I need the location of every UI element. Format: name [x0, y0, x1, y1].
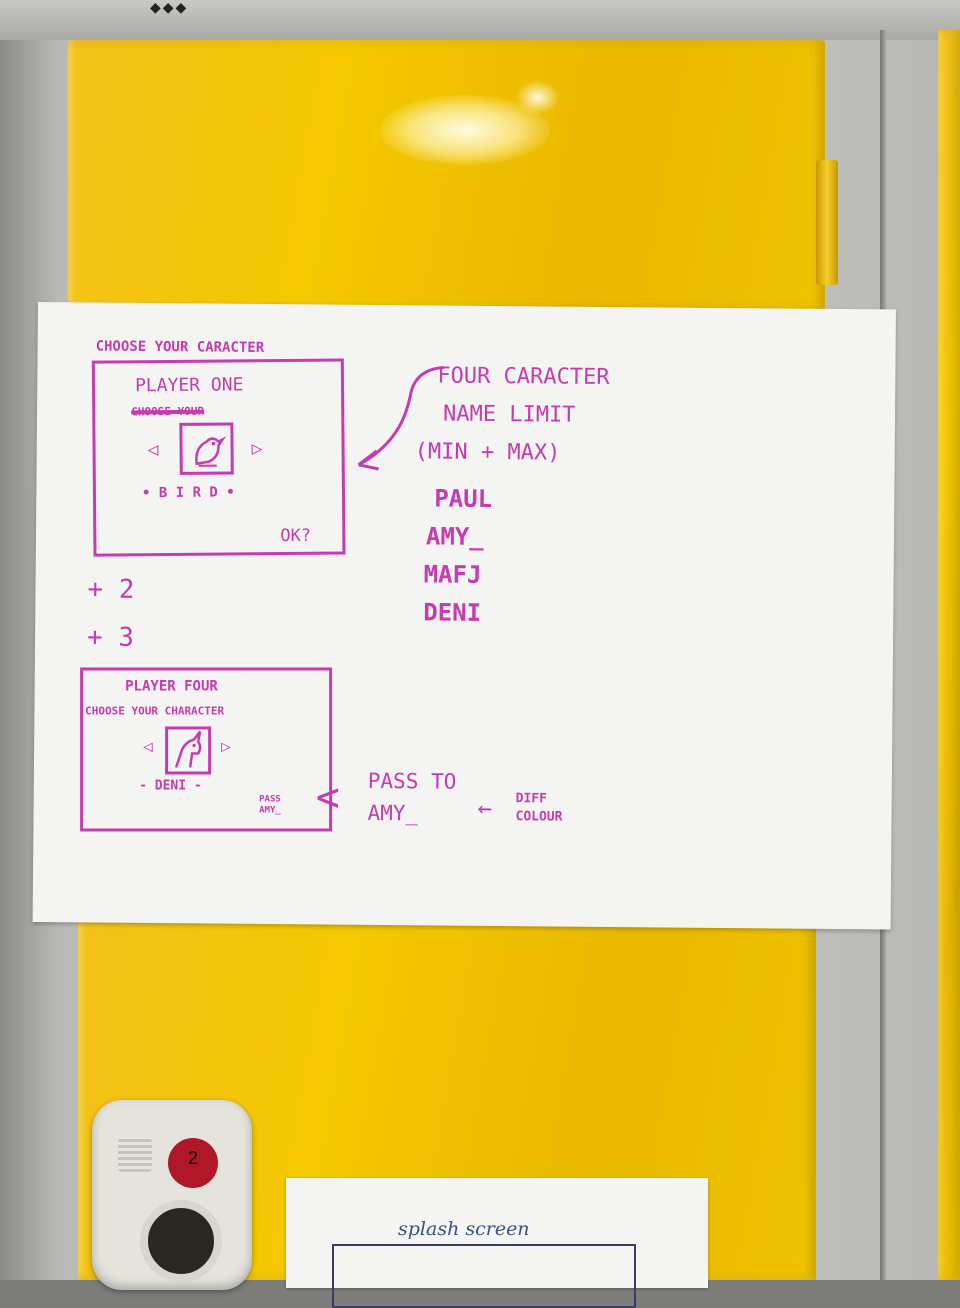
note-line-1: FOUR CARACTER — [437, 363, 610, 390]
bird-icon — [195, 436, 227, 467]
left-arrow: ◁ — [143, 736, 153, 756]
right-arrow: ▷ — [251, 438, 263, 460]
example-name: MAFJ — [423, 560, 482, 589]
diff-colour-note: DIFF COLOUR — [515, 790, 562, 826]
player-one-title: PLAYER ONE — [134, 374, 244, 397]
locker-number-badge — [168, 1138, 218, 1188]
example-name: PAUL — [434, 484, 493, 513]
example-name: DENI — [423, 598, 482, 627]
character-portrait-unicorn — [165, 726, 212, 775]
keyhole-icon — [140, 1200, 222, 1282]
right-arrow: ▷ — [221, 736, 231, 756]
top-marks: ◆◆◆ — [150, 0, 189, 16]
player-one-wireframe: PLAYER ONE CHOOSE YOUR ◁ ▷ • B I R D • O… — [91, 358, 346, 557]
door-hinge — [816, 160, 838, 285]
unicorn-icon — [174, 730, 202, 768]
example-name: AMY_ — [425, 522, 484, 551]
example-names-list: PAUL AMY_ MAFJ DENI — [423, 479, 492, 632]
note-line-2: NAME LIMIT — [442, 401, 576, 428]
player-four-wireframe: PLAYER FOUR CHOOSE YOUR CHARACTER ◁ ▷ - … — [80, 667, 333, 832]
player-four-title: PLAYER FOUR — [125, 678, 218, 695]
splash-screen-frame — [332, 1244, 636, 1308]
splash-screen-sheet: splash screen — [286, 1178, 708, 1308]
diff-arrow: ← — [477, 793, 493, 822]
pass-note-line2: AMY_ — [367, 800, 419, 826]
character-portrait-bird — [179, 422, 234, 475]
light-glare-small — [515, 80, 560, 115]
left-arrow: ◁ — [147, 439, 159, 461]
pass-label: PASS AMY_ — [259, 794, 281, 816]
pass-label-line1: PASS — [259, 794, 281, 805]
plus-three-note: + 3 — [86, 622, 135, 653]
sketch-heading: CHOOSE YOUR CARACTER — [95, 338, 265, 356]
splash-screen-title: splash screen — [398, 1218, 530, 1240]
lock-grille — [118, 1138, 152, 1172]
paper-sketch-sheet: CHOOSE YOUR CARACTER PLAYER ONE CHOOSE Y… — [32, 302, 896, 930]
diff-note-line2: COLOUR — [515, 809, 563, 825]
name-limit-note: FOUR CARACTER NAME LIMIT (MIN + MAX) — [415, 357, 610, 472]
name-slots: • B I R D • — [141, 484, 235, 502]
locker-number: 2 — [187, 1148, 198, 1168]
note-line-3: (MIN + MAX) — [414, 439, 561, 466]
pass-label-line2: AMY_ — [259, 805, 281, 816]
locker-top-strip — [0, 0, 960, 40]
pass-arrow: < — [315, 774, 340, 821]
player-four-subtitle: CHOOSE YOUR CHARACTER — [85, 704, 225, 718]
locker-door-adjacent — [938, 30, 960, 1280]
plus-two-note: + 2 — [87, 574, 135, 605]
pass-note: PASS TO AMY_ — [367, 765, 456, 830]
diff-note-line1: DIFF — [515, 791, 548, 807]
pass-note-line1: PASS TO — [367, 768, 457, 794]
name-slots: - DENI - — [139, 778, 202, 794]
curved-arrow-icon — [357, 366, 444, 471]
struck-heading: CHOOSE YOUR — [131, 404, 205, 419]
ok-prompt: OK? — [280, 525, 312, 547]
locker-door-upper — [68, 40, 825, 310]
